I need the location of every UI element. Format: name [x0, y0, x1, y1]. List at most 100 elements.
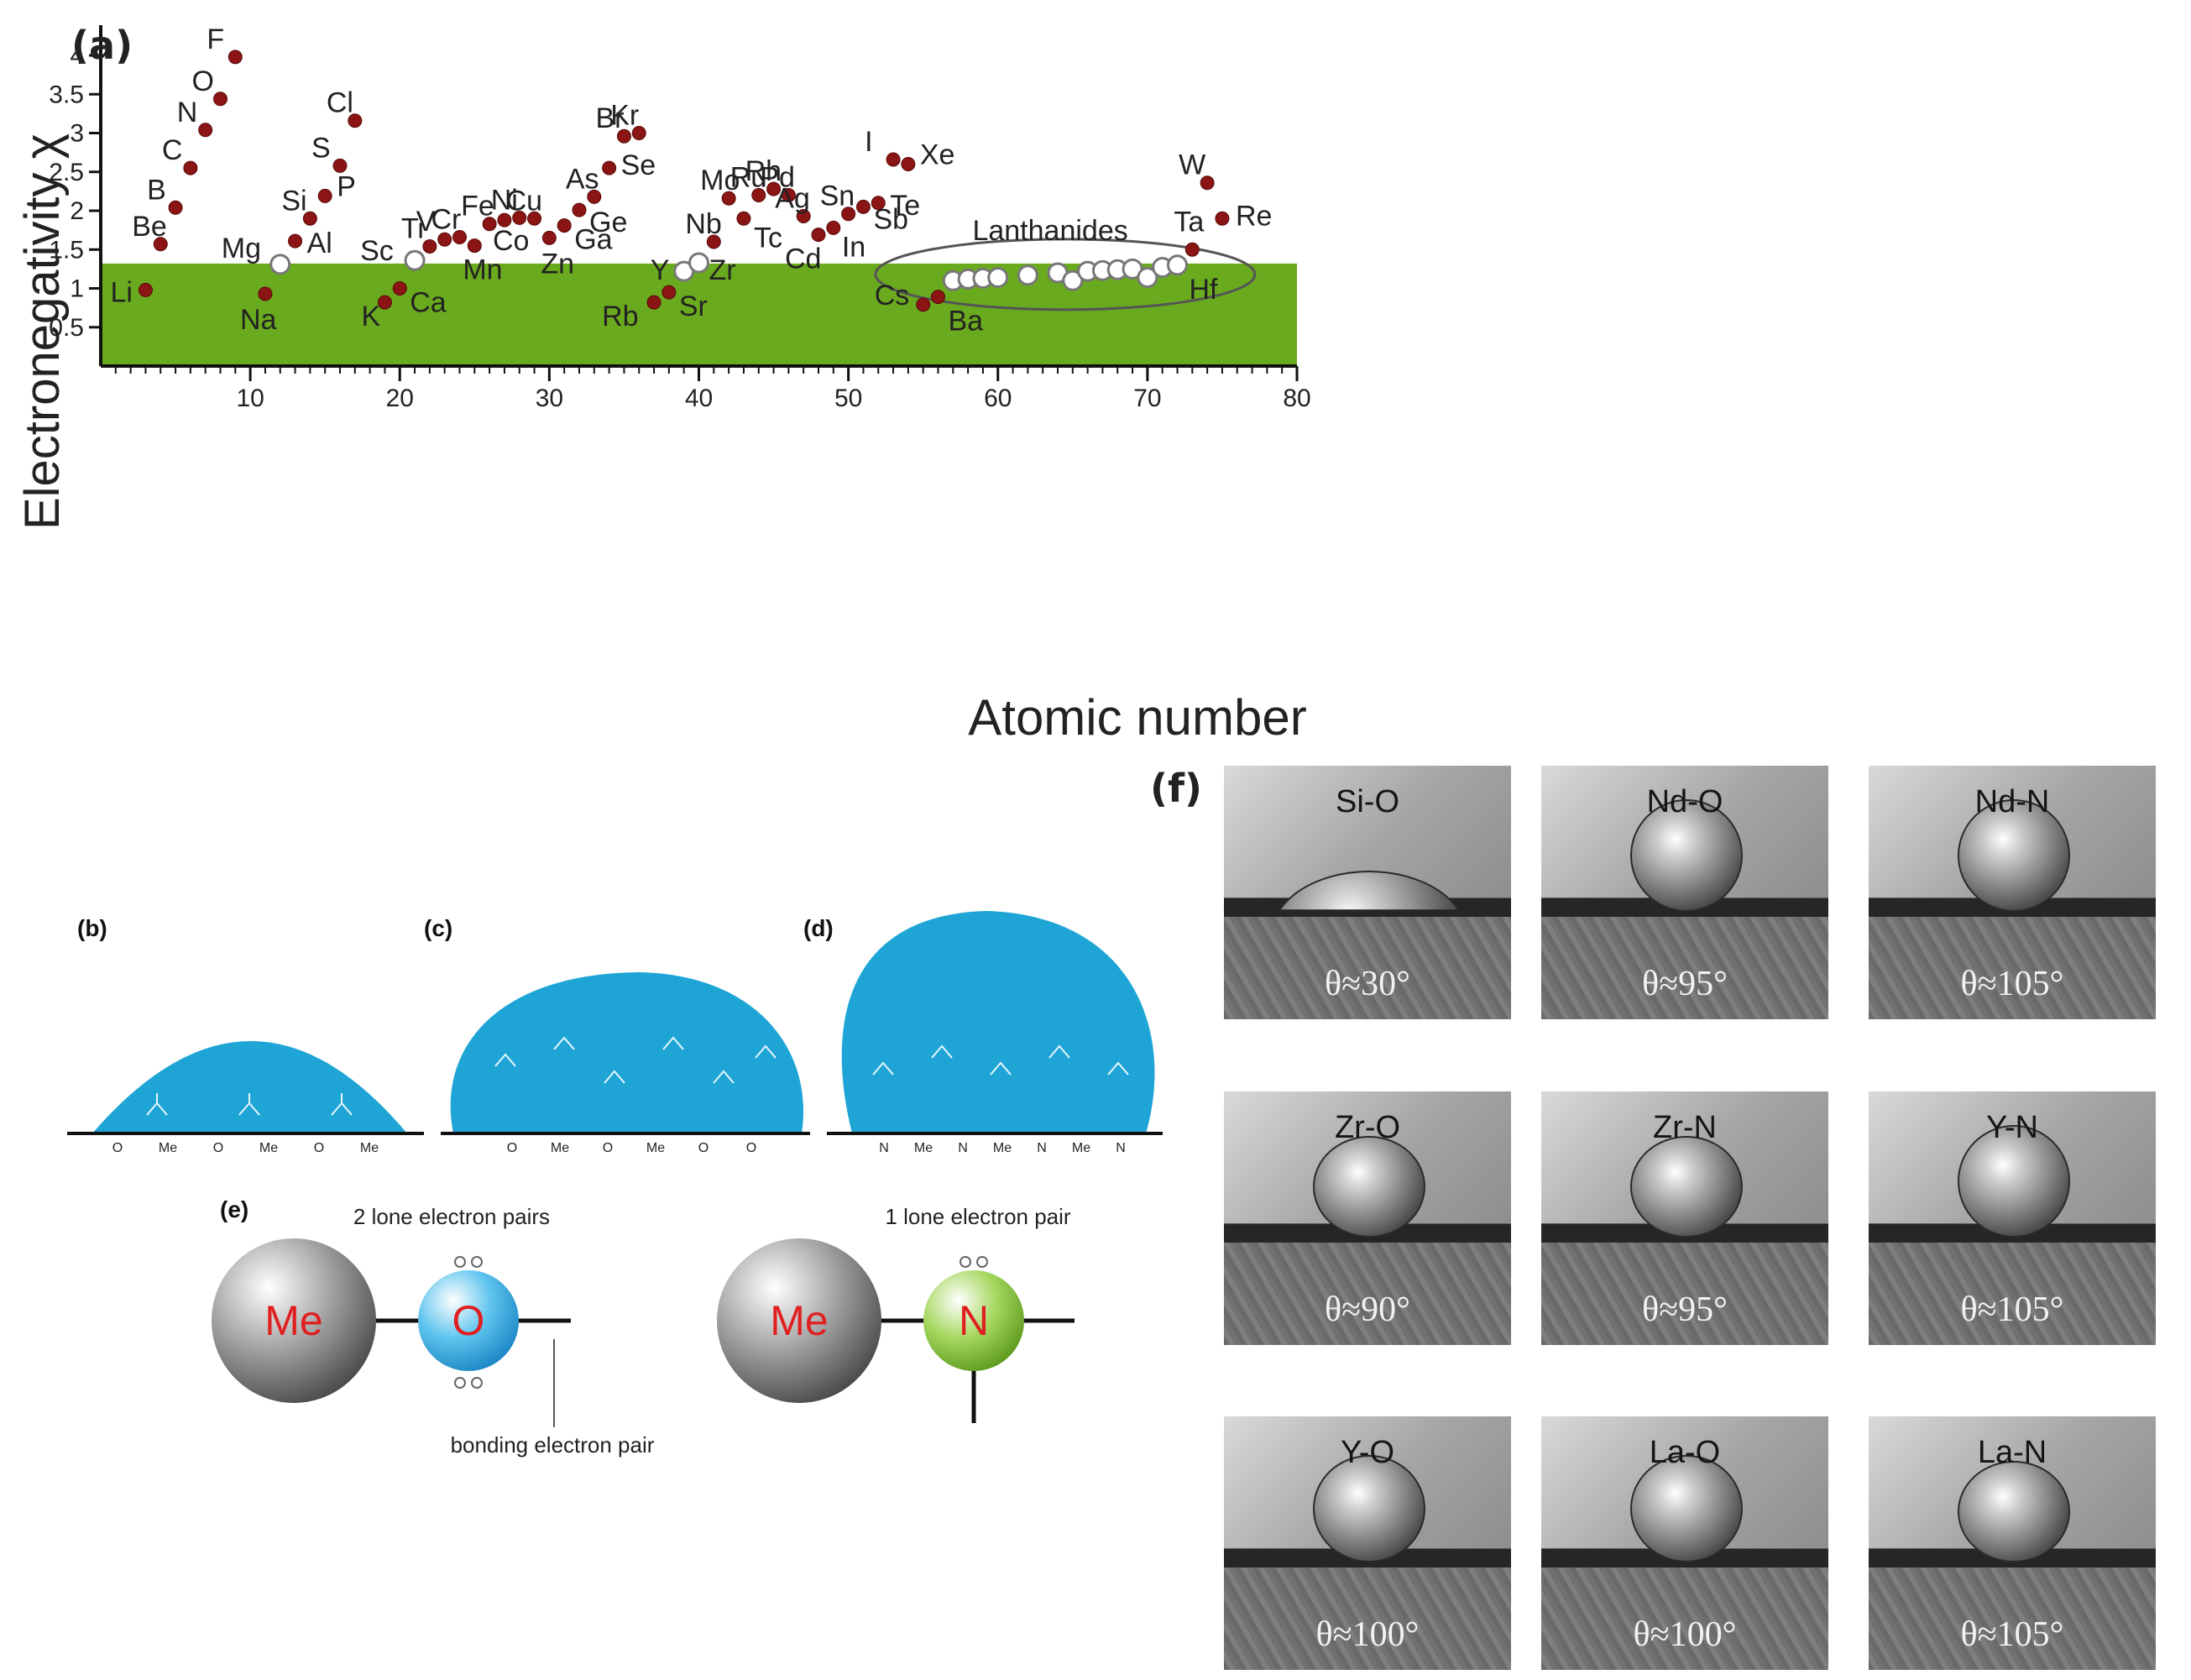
substrate-label: Me [1072, 1141, 1090, 1155]
photo-label: La-O [1649, 1435, 1721, 1470]
data-point [557, 218, 572, 233]
data-point [377, 295, 392, 310]
substrate-label: Me [646, 1141, 665, 1155]
data-point [1184, 242, 1200, 257]
panel-label-f: (f) [1150, 766, 1203, 811]
point-label: Cl [327, 87, 353, 119]
y-tick-label: 1.5 [49, 236, 84, 264]
data-point [1137, 267, 1158, 289]
substrate-label: Me [993, 1141, 1012, 1155]
data-point [841, 207, 856, 222]
data-point [871, 196, 886, 211]
x-tick-label: 20 [386, 385, 414, 412]
point-label: Se [621, 149, 656, 181]
point-label: Ni [491, 184, 518, 216]
o-lone-pairs [454, 1256, 483, 1389]
data-point [467, 238, 482, 254]
data-point [572, 202, 587, 217]
contact-angle-photo: Zr-O θ≈90° [1224, 1091, 1511, 1345]
data-point [302, 211, 317, 226]
photo-label: Nd-N [1974, 784, 2050, 819]
droplet-image [1313, 1136, 1425, 1238]
data-point [258, 286, 273, 301]
data-point [616, 128, 631, 144]
data-point [602, 160, 617, 175]
point-label: Cd [785, 243, 821, 275]
point-label: Cs [875, 280, 910, 311]
droplet-b [92, 1041, 407, 1133]
contact-angle-value: θ≈95° [1642, 1290, 1728, 1329]
data-point [751, 188, 766, 202]
point-label: F [207, 24, 224, 55]
data-point [1215, 211, 1230, 226]
data-point [452, 229, 467, 244]
bonding-pair-label: bonding electron pair [451, 1432, 655, 1458]
point-label: Ga [574, 224, 612, 256]
point-label: Li [110, 276, 132, 308]
photo-label: Y-O [1340, 1435, 1395, 1470]
droplet-image [1630, 1455, 1743, 1562]
panel-label-a: (a) [71, 23, 133, 68]
data-point [721, 191, 736, 206]
point-label: Re [1236, 200, 1272, 232]
band-region [101, 263, 1297, 366]
contact-angle-value: θ≈90° [1325, 1290, 1410, 1329]
data-point [317, 188, 332, 203]
data-point [512, 210, 527, 225]
data-point [1062, 270, 1084, 291]
point-label: Ba [949, 306, 984, 338]
data-point [646, 295, 661, 310]
data-point [781, 188, 796, 202]
contact-angle-value: θ≈30° [1325, 965, 1410, 1003]
n-sphere [923, 1270, 1024, 1371]
panel-label-b: (b) [77, 915, 107, 941]
x-tick-label: 30 [536, 385, 563, 412]
droplet-image [1313, 1455, 1425, 1562]
contact-angle-value: θ≈105° [1960, 1290, 2064, 1329]
me-label-right: Me [770, 1297, 828, 1344]
contact-angle-value: θ≈95° [1642, 965, 1728, 1003]
droplet-d [841, 911, 1155, 1133]
point-label: Nb [685, 208, 721, 240]
y-tick-label: 2 [70, 197, 84, 225]
droplet-image [1958, 1125, 2070, 1238]
droplet-image [1958, 799, 2070, 912]
photo-label: Y-N [1986, 1110, 2038, 1145]
data-point [916, 297, 931, 312]
point-label: Hf [1190, 274, 1219, 306]
point-label: Ta [1174, 206, 1204, 238]
point-label: Tc [754, 222, 782, 254]
point-label: C [162, 134, 183, 166]
me-sphere-right [717, 1238, 881, 1403]
data-point [332, 158, 348, 173]
point-label: W [1179, 149, 1205, 181]
point-label: I [865, 126, 872, 158]
y-tick-label: 4 [70, 42, 84, 70]
contact-angle-photo: Y-N θ≈105° [1869, 1091, 2156, 1345]
point-label: K [361, 301, 380, 332]
photo-label: Zr-O [1334, 1110, 1401, 1145]
substrate-label: O [698, 1141, 709, 1155]
point-label: Cu [506, 185, 542, 217]
point-label: Si [281, 185, 306, 217]
point-label: Fe [461, 191, 494, 222]
data-point [901, 157, 916, 171]
water-molecules [146, 1036, 1129, 1116]
point-label: Zr [709, 254, 736, 286]
contact-angle-value: θ≈105° [1960, 1615, 2064, 1654]
data-point [1200, 175, 1215, 191]
point-label: Y [651, 254, 670, 286]
lone-pair-n-label: 1 lone electron pair [885, 1204, 1070, 1229]
point-label: B [147, 174, 166, 206]
data-point [688, 252, 709, 274]
y-tick-label: 3.5 [49, 81, 84, 108]
x-tick-label: 50 [834, 385, 862, 412]
